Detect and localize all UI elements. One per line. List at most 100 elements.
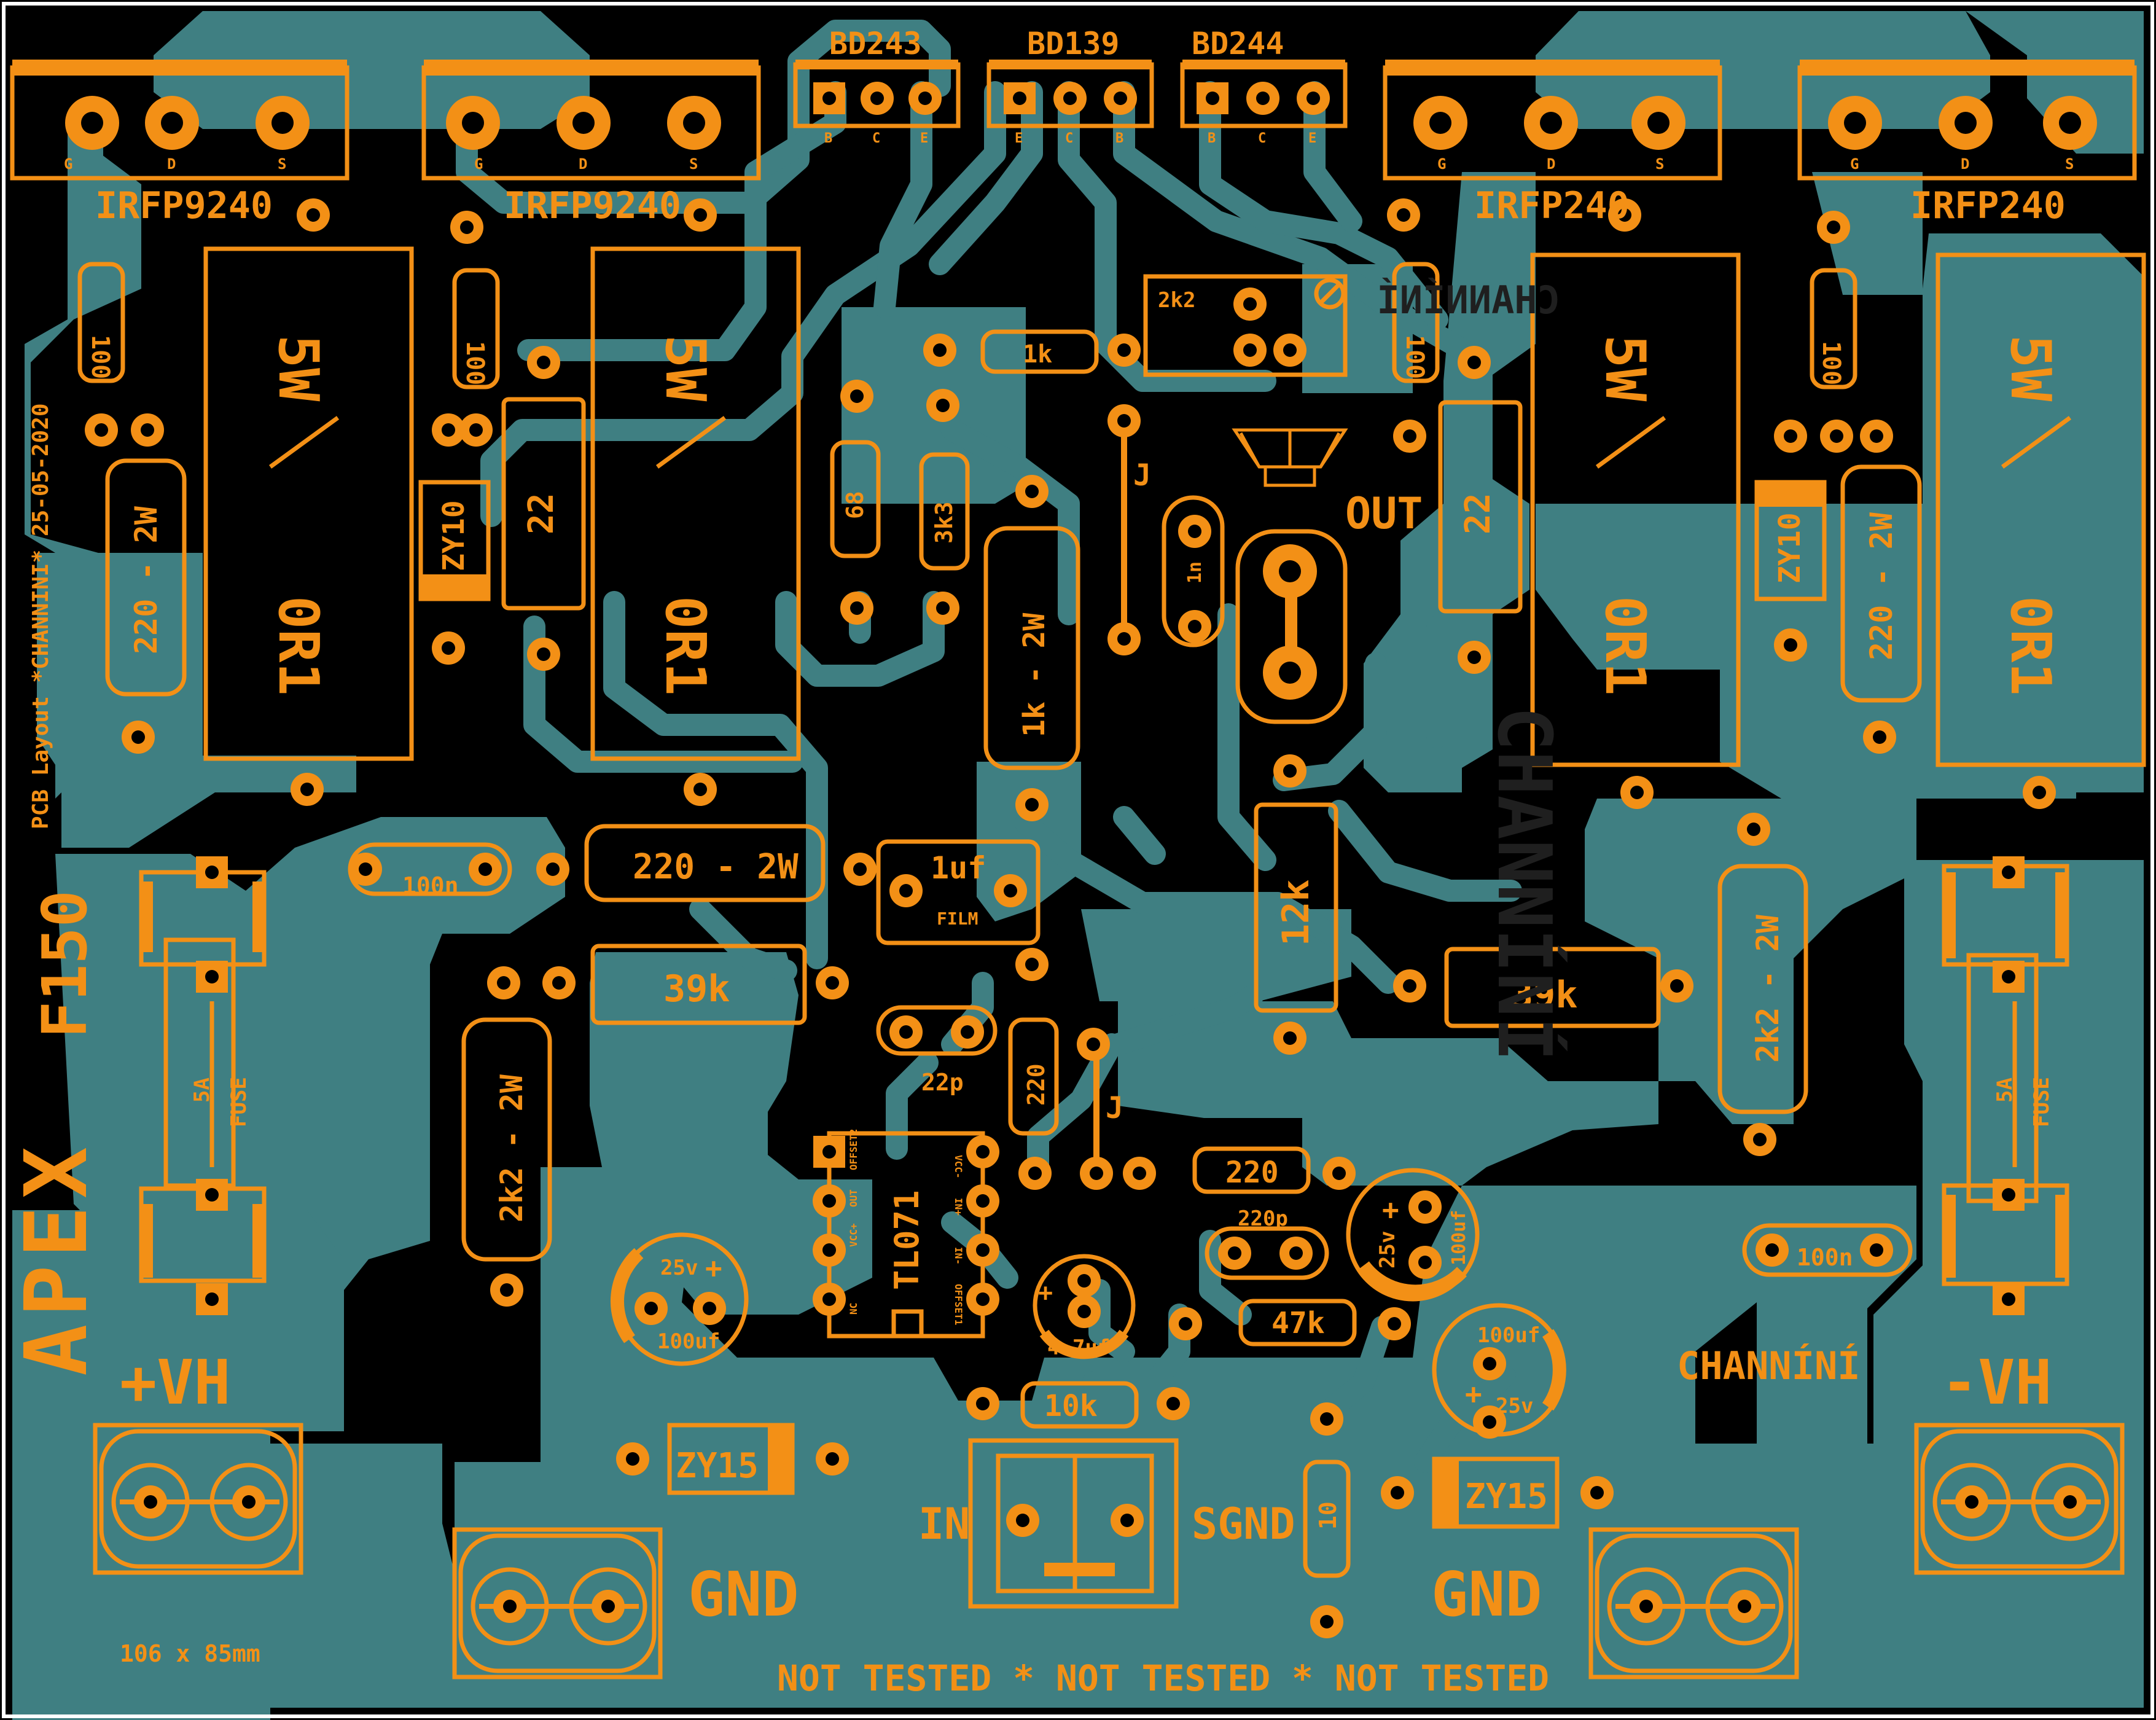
svg-text:2k2 - 2W: 2k2 - 2W	[494, 1074, 529, 1222]
mosfet-q2	[421, 60, 761, 181]
svg-text:E: E	[1308, 131, 1316, 146]
svg-text:FILM: FILM	[937, 909, 978, 929]
svg-text:100uf: 100uf	[1477, 1323, 1540, 1348]
capacitor-100uf-outline-2	[1346, 1168, 1480, 1302]
mosfet-q4	[1797, 60, 2137, 181]
svg-text:100: 100	[86, 335, 114, 379]
svg-text:220 - 2W: 220 - 2W	[1864, 512, 1899, 660]
resistor-220-outline-2	[1192, 1146, 1311, 1194]
label-f150: F150	[29, 890, 101, 1038]
svg-text:OFFSET2: OFFSET2	[848, 1129, 859, 1170]
svg-text:4.7uf: 4.7uf	[1047, 1335, 1110, 1360]
resistor-220-2w-outline-2	[1840, 464, 1922, 703]
svg-text:J: J	[1133, 458, 1151, 493]
svg-text:5A: 5A	[190, 1077, 214, 1103]
svg-text:CHANNÍNÍ: CHANNÍNÍ	[1481, 706, 1567, 1061]
capacitor-22p-outline	[876, 1005, 998, 1056]
svg-text:2k2 - 2W: 2k2 - 2W	[1750, 914, 1786, 1063]
resistor-100-outline-3	[1392, 262, 1440, 383]
svg-text:CHANNÍNÍ: CHANNÍNÍ	[1377, 278, 1560, 322]
svg-text:0R1: 0R1	[1593, 596, 1657, 696]
svg-text:1k: 1k	[1023, 340, 1052, 369]
svg-text:100n: 100n	[402, 872, 459, 899]
svg-text:ZY15: ZY15	[1465, 1477, 1548, 1517]
svg-text:+: +	[1382, 1193, 1399, 1226]
resistor-1k-outline	[980, 329, 1099, 374]
label-vh-positive: +VH	[120, 1347, 231, 1418]
svg-text:D: D	[1547, 155, 1555, 173]
label-q1: IRFP9240	[95, 184, 273, 227]
svg-text:100: 100	[1400, 335, 1429, 379]
svg-text:47k: 47k	[1271, 1306, 1325, 1340]
svg-text:100uf: 100uf	[657, 1329, 720, 1354]
svg-text:39k: 39k	[663, 968, 730, 1011]
svg-text:100uf: 100uf	[1448, 1210, 1470, 1265]
zener-zy10-outline-1	[418, 480, 491, 601]
svg-text:D: D	[1961, 155, 1969, 173]
label-sgnd: SGND	[1192, 1499, 1295, 1549]
capacitor-1n-outline	[1162, 495, 1225, 647]
zener-zy10-outline-2	[1754, 480, 1827, 601]
svg-text:100n: 100n	[1797, 1244, 1853, 1271]
svg-text:22: 22	[521, 493, 561, 534]
svg-text:1uf: 1uf	[931, 850, 986, 886]
svg-text:C: C	[1065, 131, 1073, 146]
resistor-22-outline-1	[501, 397, 586, 611]
resistor-2k2-2w-outline-1	[461, 1017, 552, 1262]
svg-text:10: 10	[1314, 1501, 1342, 1530]
svg-text:VCC-: VCC-	[953, 1155, 964, 1179]
svg-text:S: S	[278, 155, 286, 173]
mosfet-q3	[1383, 60, 1722, 181]
svg-text:220 - 2W: 220 - 2W	[633, 847, 799, 887]
label-board-size: 106 x 85mm	[120, 1640, 260, 1667]
resistor-220-2w-outline-3	[584, 824, 826, 902]
capacitor-100n-outline-2	[1742, 1223, 1913, 1277]
svg-text:220: 220	[1023, 1063, 1050, 1106]
resistor-100-outline-2	[452, 268, 500, 389]
svg-text:+: +	[1465, 1377, 1482, 1410]
svg-text:E: E	[1015, 131, 1023, 146]
label-out: OUT	[1345, 488, 1423, 539]
svg-text:1n: 1n	[1184, 561, 1206, 584]
svg-text:2k2: 2k2	[1158, 288, 1195, 313]
svg-text:G: G	[1437, 155, 1446, 173]
resistor-47k-outline	[1238, 1299, 1357, 1347]
svg-text:100: 100	[461, 341, 489, 385]
label-q3: IRFP240	[1474, 184, 1630, 227]
svg-text:ZY10: ZY10	[1773, 512, 1807, 584]
svg-text:IN-: IN-	[953, 1247, 964, 1265]
silkscreen-text: IRFP9240 IRFP9240 IRFP240 IRFP240 G D S …	[7, 26, 2074, 1699]
resistor-10k-outline	[1020, 1381, 1139, 1429]
label-apex: APEX	[7, 1140, 107, 1376]
svg-text:25v: 25v	[660, 1256, 698, 1280]
svg-text:B: B	[824, 131, 832, 146]
svg-text:TL071: TL071	[888, 1190, 926, 1290]
resistor-100-outline-4	[1810, 268, 1857, 389]
label-q2: IRFP9240	[504, 184, 681, 227]
copper-layer	[12, 11, 2144, 1720]
svg-text:25v: 25v	[1496, 1394, 1533, 1418]
resistor-5w-outline-3	[1530, 252, 1741, 767]
svg-text:G: G	[474, 155, 483, 173]
label-vh-negative: -VH	[1941, 1347, 2052, 1418]
silkscreen-layer	[10, 60, 2146, 1679]
resistor-220-2w-outline-1	[105, 458, 187, 697]
fuse-holder-left	[139, 870, 267, 1283]
svg-text:100: 100	[1817, 341, 1845, 385]
svg-text:S: S	[1655, 155, 1664, 173]
svg-text:+: +	[705, 1251, 722, 1284]
svg-text:0R1: 0R1	[266, 596, 330, 696]
svg-text:5W: 5W	[1998, 335, 2063, 402]
resistor-39k-outline-1	[590, 944, 807, 1025]
svg-text:D: D	[167, 155, 176, 173]
label-bd139: BD139	[1027, 26, 1120, 61]
svg-text:0R1: 0R1	[1998, 596, 2063, 696]
speaker-icon	[1232, 428, 1348, 487]
resistor-68-outline	[830, 440, 881, 558]
capacitor-220p-outline	[1205, 1226, 1329, 1280]
svg-text:B: B	[1208, 131, 1216, 146]
svg-text:220 - 2W: 220 - 2W	[128, 506, 164, 654]
svg-text:68: 68	[842, 491, 869, 519]
